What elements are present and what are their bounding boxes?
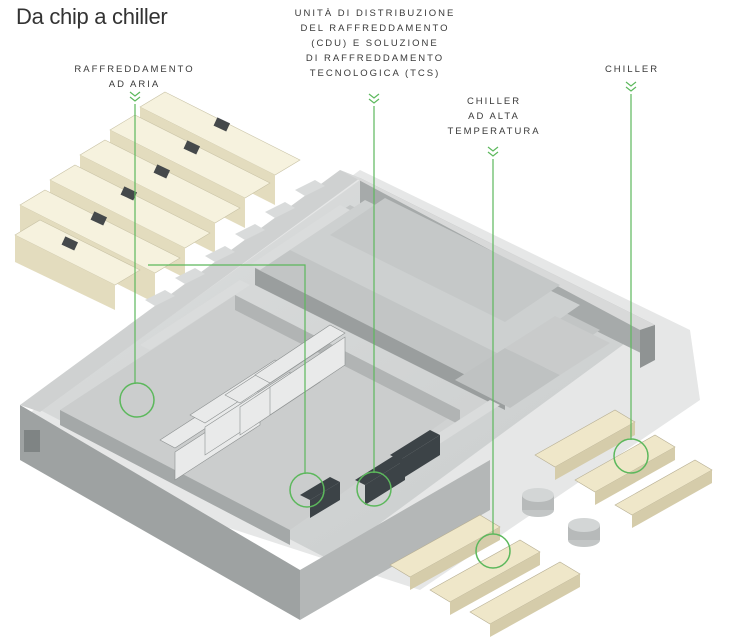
air-cooling-units	[14, 91, 325, 310]
wall-outer-top	[20, 170, 360, 412]
callout-label-air-cooling: RAFFREDDAMENTO AD ARIA	[62, 62, 207, 92]
fan-vent-icon	[213, 117, 231, 132]
callout-line: CHILLER	[604, 64, 660, 75]
loading-door	[24, 430, 40, 452]
callout-line: DEL RAFFREDDAMENTO	[300, 23, 450, 34]
callout-line: UNITÀ DI DISTRIBUZIONE	[294, 8, 456, 19]
aux-box	[235, 224, 265, 240]
callout-line: TECNOLOGICA (TCS)	[309, 68, 441, 79]
double-chevron-down-icon	[129, 91, 141, 102]
chiller-unit	[595, 447, 675, 505]
partition-wall	[140, 280, 250, 350]
callouts	[119, 81, 649, 569]
high-temp-chiller-unit	[490, 574, 580, 637]
cdu-unit	[355, 455, 405, 485]
cdu-units	[300, 430, 440, 518]
hall-3	[330, 198, 560, 322]
callout-label-cdu-tcs: UNITÀ DI DISTRIBUZIONE DEL RAFFREDDAMENT…	[270, 6, 480, 81]
fan-vent-icon	[90, 211, 108, 226]
water-tank-top	[568, 518, 600, 532]
aux-box	[175, 268, 205, 284]
wall-outer-front	[300, 460, 490, 620]
callout-label-high-temp-chiller: CHILLER AD ALTA TEMPERATURA	[430, 94, 558, 139]
small-room	[505, 316, 610, 375]
building	[20, 170, 655, 620]
wall-right-face	[640, 325, 655, 368]
double-chevron-down-icon	[487, 146, 499, 157]
aux-box	[205, 246, 235, 262]
chiller-arrays	[389, 409, 713, 637]
chiller-unit	[632, 470, 712, 528]
leader-line-cdu-branch	[148, 264, 306, 474]
wall-outer-left	[20, 405, 300, 620]
cdu-unit	[390, 430, 440, 460]
air-unit-side	[15, 235, 115, 310]
small-room	[455, 348, 560, 408]
double-chevron-down-icon	[625, 81, 637, 92]
highlight-circle-air-cooling	[119, 382, 155, 418]
fan-vent-icon	[120, 186, 138, 201]
cdu-unit	[300, 477, 340, 500]
callout-line: CHILLER	[466, 96, 522, 107]
aux-box	[295, 180, 325, 196]
wall-outer-right-top	[340, 170, 655, 330]
water-tank-top	[522, 488, 554, 502]
callout-label-chiller: CHILLER	[590, 62, 674, 77]
high-temp-chiller-unit	[450, 552, 540, 615]
aux-box	[145, 290, 175, 306]
aux-box	[265, 202, 295, 218]
callout-line: RAFFREDDAMENTO	[74, 64, 195, 75]
cdu-unit	[310, 482, 340, 518]
callout-line: DI RAFFREDDAMENTO	[305, 53, 445, 64]
callout-line: AD ALTA	[468, 111, 520, 122]
server-room-wall-back	[235, 295, 460, 425]
page-title: Da chip a chiller	[16, 4, 168, 29]
fan-vent-icon	[183, 140, 201, 155]
highlight-circle-chiller	[613, 438, 649, 474]
cdu-unit	[400, 435, 440, 480]
hall-1-wall	[255, 268, 505, 410]
fan-vent-icon	[153, 164, 171, 179]
server-rack-row	[269, 336, 346, 416]
server-racks	[159, 324, 346, 481]
highlight-circle-cdu-tcs	[356, 471, 392, 507]
cdu-unit	[365, 460, 405, 505]
highlight-circle-high-temp-chiller	[475, 533, 511, 569]
fan-vent-icon	[61, 236, 79, 251]
callout-line: TEMPERATURA	[447, 126, 541, 137]
double-chevron-down-icon	[368, 93, 380, 104]
callout-line: (CDU) E SOLUZIONE	[311, 38, 439, 49]
chiller-unit	[555, 422, 635, 480]
highlight-circle-cdu-branch	[289, 472, 325, 508]
callout-line: AD ARIA	[108, 79, 161, 90]
partition-wall	[250, 205, 350, 270]
